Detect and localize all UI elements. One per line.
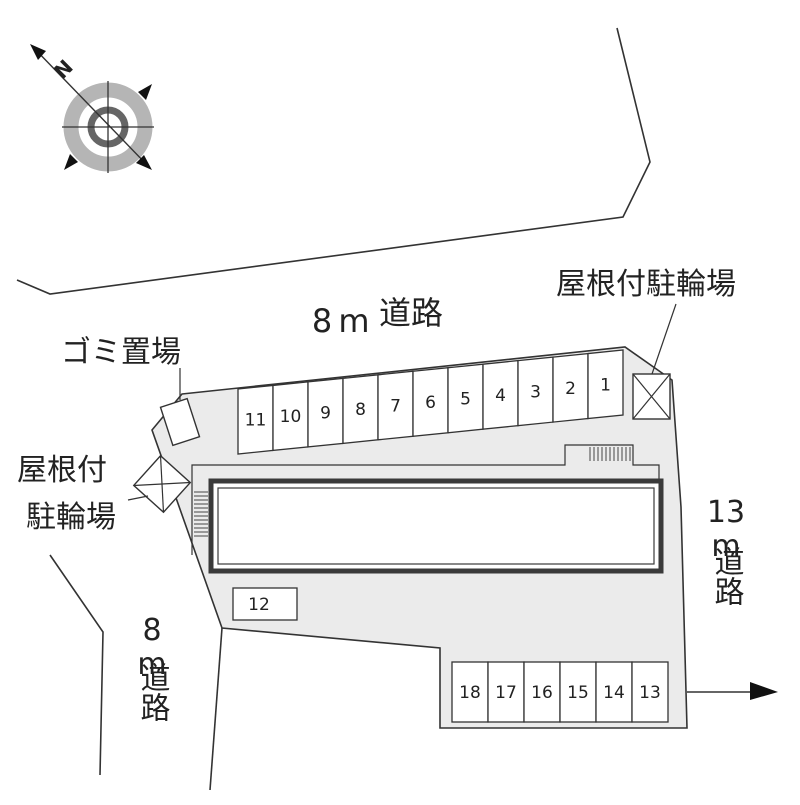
parking-row-north: 11 10 9 8 7 6 5 4 3 2 1 xyxy=(237,349,624,455)
east-road-unit: m xyxy=(711,529,740,564)
parking-number: 2 xyxy=(565,379,576,399)
bike-east-leader-line xyxy=(651,303,677,375)
bike-west-leader-line xyxy=(127,495,149,501)
parking-number: 11 xyxy=(245,411,267,431)
parking-space-12 xyxy=(232,587,298,621)
parking-number: 1 xyxy=(600,375,611,395)
stairs-west xyxy=(194,491,208,537)
garbage-area-label: ゴミ置場 xyxy=(61,335,181,370)
bike-west-label-line2: 駐輪場 xyxy=(26,500,116,535)
north-letter: N xyxy=(49,55,78,84)
entrance-arrow-icon xyxy=(687,682,778,700)
parking-number: 4 xyxy=(495,386,506,406)
bike-east-label: 屋根付駐輪場 xyxy=(556,267,736,302)
bike-parking-east xyxy=(632,373,671,420)
stairs-north xyxy=(589,447,631,461)
east-road-label: 13 m 道路 xyxy=(707,495,745,606)
parking-number: 5 xyxy=(460,389,471,409)
north-road-unit: m xyxy=(338,302,369,340)
bike-west-label-line1: 屋根付 xyxy=(17,453,107,488)
west-lot-line xyxy=(209,627,223,791)
west-road-label: 8 m 道路 xyxy=(135,613,170,722)
parking-row-south: 18 17 16 15 14 13 xyxy=(451,661,669,723)
parking-number: 10 xyxy=(280,407,302,427)
parking-space xyxy=(587,349,624,420)
north-road-width: 8 xyxy=(312,302,332,340)
north-lot-boundary xyxy=(16,27,651,295)
parking-number-12: 12 xyxy=(248,595,270,615)
east-road-name: 道路 xyxy=(709,546,744,606)
parking-number: 7 xyxy=(390,397,401,417)
compass-rose-icon: N xyxy=(30,44,154,173)
bike-parking-west xyxy=(132,454,192,514)
parking-number: 14 xyxy=(603,683,625,703)
west-road-width: 8 xyxy=(142,613,161,648)
north-road-name: 道路 xyxy=(379,294,443,332)
parking-number: 16 xyxy=(531,683,553,703)
west-road-unit: m xyxy=(137,647,166,682)
parking-number: 13 xyxy=(639,683,661,703)
building-inner-line xyxy=(217,487,655,565)
parking-space xyxy=(631,661,669,723)
west-road-name: 道路 xyxy=(135,662,170,722)
garbage-area xyxy=(159,397,201,447)
driveway-outline xyxy=(191,444,660,555)
north-road-label: 8 m 道路 xyxy=(312,294,443,340)
parking-space xyxy=(451,661,489,723)
west-road-edge xyxy=(49,554,104,776)
parking-number: 15 xyxy=(567,683,589,703)
parking-space xyxy=(595,661,633,723)
parking-space xyxy=(487,661,525,723)
parking-number: 8 xyxy=(355,400,366,420)
parking-number: 6 xyxy=(425,393,436,413)
parking-number: 9 xyxy=(320,404,331,424)
parking-number: 18 xyxy=(459,683,481,703)
parking-number: 17 xyxy=(495,683,517,703)
building xyxy=(208,478,664,574)
east-road-width: 13 xyxy=(707,495,745,530)
road-lines xyxy=(16,27,651,776)
parking-number: 3 xyxy=(530,382,541,402)
